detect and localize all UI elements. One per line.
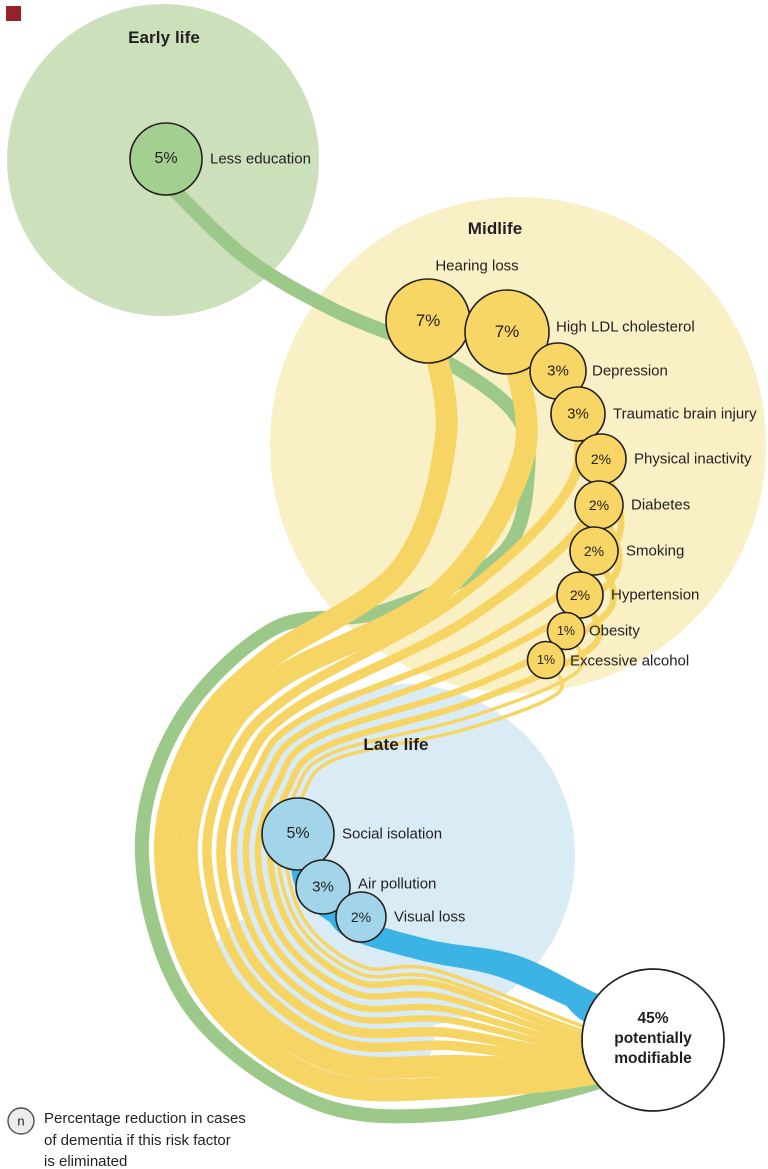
node-social-isolation-circle — [261, 797, 335, 871]
node-hypertension-circle — [556, 571, 604, 619]
node-high-ldl-cholesterol-circle — [464, 289, 550, 375]
hub-circle — [581, 968, 725, 1112]
node-visual-loss-circle — [335, 891, 387, 943]
node-physical-inactivity-circle — [575, 433, 627, 485]
ribbon-less-education — [134, 177, 641, 1124]
ribbon-physical-inactivity — [230, 455, 636, 1056]
ribbon-diabetes — [242, 501, 636, 1051]
ribbon-depression — [202, 366, 638, 1067]
node-less-education-circle — [129, 122, 203, 196]
ribbon-high-ldl-cholesterol — [175, 321, 644, 1080]
ribbon-hearing-loss — [153, 310, 645, 1102]
node-smoking-circle — [569, 526, 619, 576]
node-air-pollution-circle — [295, 859, 351, 915]
node-diabetes-circle — [574, 480, 624, 530]
legend-key-circle — [7, 1107, 35, 1135]
node-traumatic-brain-injury-circle — [550, 386, 606, 442]
ribbon-smoking — [254, 547, 636, 1047]
node-excessive-alcohol-circle — [526, 640, 566, 680]
node-obesity-circle — [546, 611, 586, 651]
ribbon-traumatic-brain-injury — [216, 409, 637, 1062]
brand-red-square — [6, 6, 21, 21]
node-hearing-loss-circle — [385, 278, 471, 364]
